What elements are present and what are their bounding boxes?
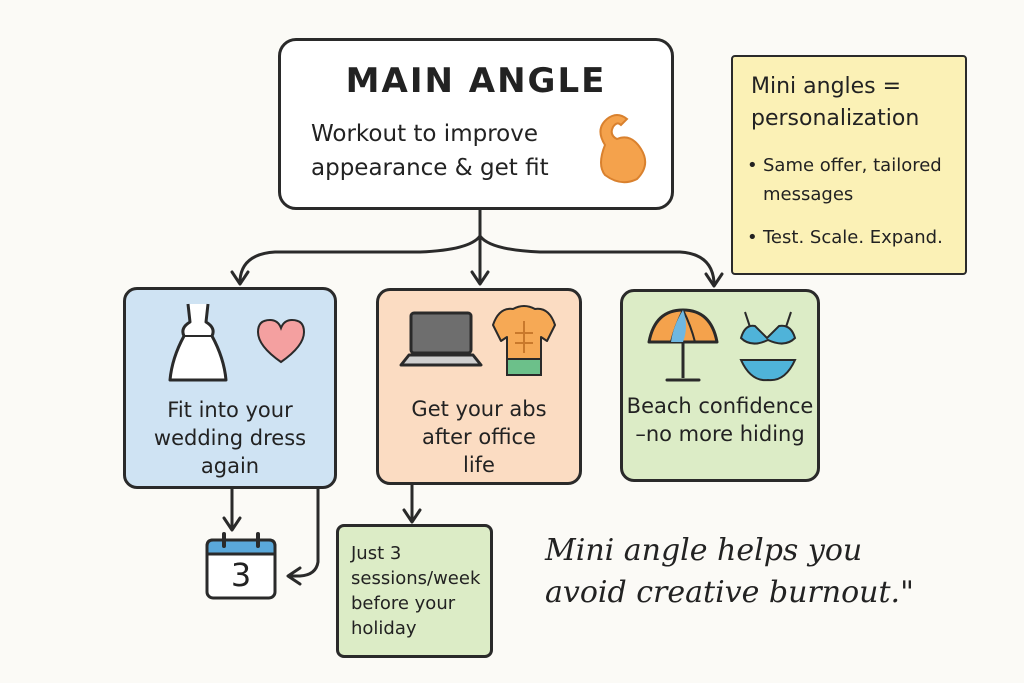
quote-line1: Mini angle helps you: [545, 533, 863, 568]
angle-card-text: Beach confidence –no more hiding: [623, 392, 817, 448]
note-title: Mini angles = personalization: [751, 71, 961, 135]
note-bullet-list: Same offer, tailored messages Test. Scal…: [747, 151, 965, 266]
main-angle-subtitle: Workout to improve appearance & get fit: [311, 117, 601, 185]
mini-angles-note: Mini angles = personalization Same offer…: [731, 55, 967, 275]
angle-card-beach: Beach confidence –no more hiding: [620, 289, 820, 482]
angle-card-line2: wedding dress: [153, 426, 307, 450]
calendar-number: 3: [230, 556, 252, 594]
angle-card-text: Get your abs after office life: [379, 395, 579, 479]
angle-card-line1: Fit into your: [167, 398, 293, 422]
quote-line2: avoid creative burnout.": [545, 575, 914, 610]
angle-card-office: Get your abs after office life: [376, 288, 582, 485]
main-angle-title: MAIN ANGLE: [345, 61, 607, 101]
main-angle-subtitle-line1: Workout to improve: [311, 121, 538, 147]
flexed-biceps-icon: [599, 114, 647, 184]
dress-icon: [168, 303, 228, 382]
sub-angle-line2: sessions/week: [351, 568, 481, 589]
angle-card-line1: Beach confidence: [626, 394, 814, 418]
angle-card-line3: life: [463, 453, 495, 477]
bikini-icon: [739, 311, 797, 382]
sub-angle-box: Just 3 sessions/week before your holiday: [336, 524, 493, 658]
torso-abs-icon: [492, 305, 556, 376]
note-title-line2: personalization: [751, 106, 920, 131]
sub-angle-line3: before your: [351, 593, 456, 614]
main-angle-box: MAIN ANGLE Workout to improve appearance…: [278, 38, 674, 210]
note-bullet: Same offer, tailored messages: [747, 151, 965, 209]
calendar-icon: 3: [204, 532, 278, 602]
angle-card-line2: after office: [422, 425, 536, 449]
heart-icon: [256, 318, 306, 364]
main-angle-subtitle-line2: appearance & get fit: [311, 155, 549, 181]
angle-card-text: Fit into your wedding dress again: [126, 396, 334, 480]
angle-card-line3: again: [200, 454, 260, 478]
laptop-icon: [399, 311, 483, 367]
angle-card-line1: Get your abs: [411, 397, 547, 421]
angle-card-line2: –no more hiding: [635, 422, 805, 446]
note-bullet: Test. Scale. Expand.: [747, 223, 965, 252]
sub-angle-text: Just 3 sessions/week before your holiday: [351, 541, 491, 641]
sub-angle-line1: Just 3: [351, 543, 402, 564]
note-title-line1: Mini angles =: [751, 74, 902, 99]
beach-umbrella-icon: [647, 308, 719, 382]
burnout-quote: Mini angle helps you avoid creative burn…: [545, 530, 965, 614]
angle-card-wedding: Fit into your wedding dress again: [123, 287, 337, 489]
sub-angle-line4: holiday: [351, 618, 417, 639]
